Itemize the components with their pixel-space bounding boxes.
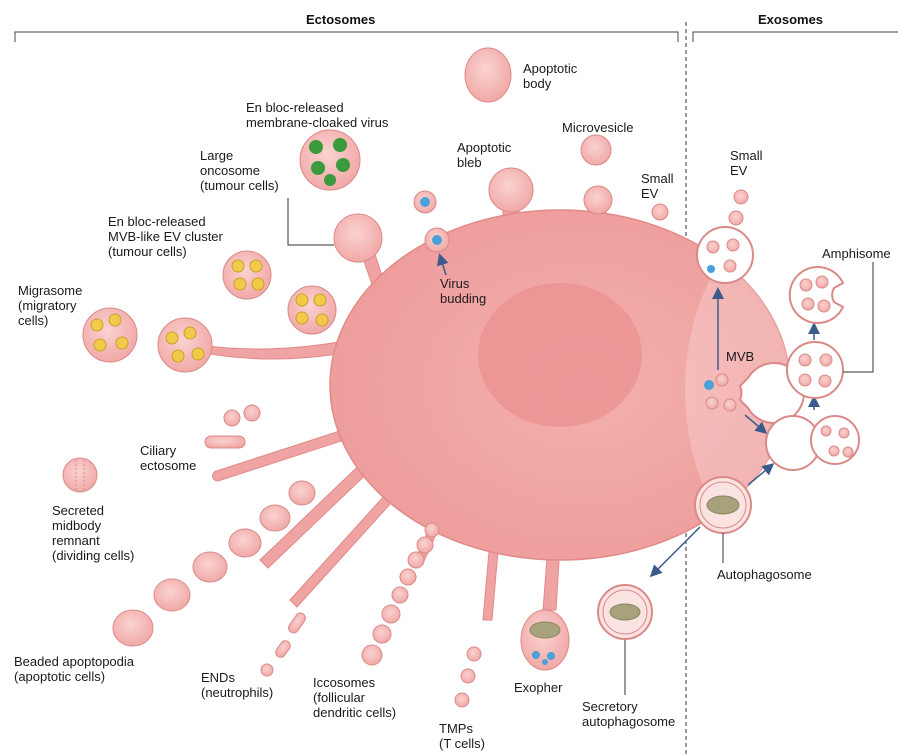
- label-tmps: TMPs (T cells): [439, 721, 485, 751]
- ectosomes-header: Ectosomes: [306, 12, 375, 27]
- label-amphisome: Amphisome: [822, 246, 891, 261]
- exopher: [521, 610, 569, 670]
- microvesicle-bud: [584, 186, 612, 214]
- exosomes-header: Exosomes: [758, 12, 823, 27]
- amphisome-lower: [787, 342, 843, 398]
- iccosomes: [362, 523, 439, 665]
- small-ev-bud: [652, 204, 668, 220]
- label-virus-budding: Virus budding: [440, 276, 486, 306]
- migrasome-attached: [158, 318, 212, 372]
- nucleus: [478, 283, 642, 427]
- label-midbody: Secreted midbody remnant (dividing cells…: [52, 503, 134, 563]
- label-beaded: Beaded apoptopodia (apoptotic cells): [14, 654, 134, 684]
- label-migrasome: Migrasome (migratory cells): [18, 283, 82, 328]
- fusion-compartment: [766, 416, 859, 470]
- label-apoptotic-body: Apoptotic body: [523, 61, 577, 91]
- label-enbloc-virus: En bloc-released membrane-cloaked virus: [246, 100, 388, 130]
- label-ends: ENDs (neutrophils): [201, 670, 273, 700]
- apoptotic-body: [465, 48, 511, 102]
- migrasome-free: [83, 308, 137, 362]
- label-secretory-autophagosome: Secretory autophagosome: [582, 699, 675, 729]
- beaded-apoptopodia: [113, 481, 315, 646]
- label-enbloc-mvb: En bloc-released MVB-like EV cluster (tu…: [108, 214, 223, 259]
- large-oncosome-pointer: [288, 198, 334, 245]
- label-small-ev-exo: Small EV: [730, 148, 763, 178]
- label-large-oncosome: Large oncosome (tumour cells): [200, 148, 279, 193]
- label-microvesicle: Microvesicle: [562, 120, 634, 135]
- label-exopher: Exopher: [514, 680, 562, 695]
- microvesicle: [581, 135, 611, 165]
- ectosomes-bracket: [15, 32, 678, 42]
- mvb-releasing: [697, 227, 753, 283]
- mvb-like-cluster: [223, 251, 271, 299]
- ends: [261, 611, 307, 676]
- tmps: [455, 647, 481, 707]
- small-ev-exo: [729, 190, 748, 225]
- midbody-remnant: [63, 458, 97, 492]
- label-apoptotic-bleb: Apoptotic bleb: [457, 140, 511, 170]
- label-iccosomes: Iccosomes (follicular dendritic cells): [313, 675, 396, 720]
- label-small-ev-ecto: Small EV: [641, 171, 674, 201]
- mvb-like-bud: [288, 286, 336, 334]
- large-oncosome: [334, 214, 382, 262]
- autophagosome: [695, 477, 751, 563]
- label-ciliary-ectosome: Ciliary ectosome: [140, 443, 196, 473]
- secretory-autophagosome: [598, 585, 652, 695]
- apoptotic-bleb: [489, 168, 533, 212]
- label-mvb: MVB: [726, 349, 754, 364]
- exosomes-bracket: [693, 32, 898, 42]
- cloaked-virus: [300, 130, 360, 190]
- label-autophagosome: Autophagosome: [717, 567, 812, 582]
- ciliary-ectosome: [205, 405, 260, 448]
